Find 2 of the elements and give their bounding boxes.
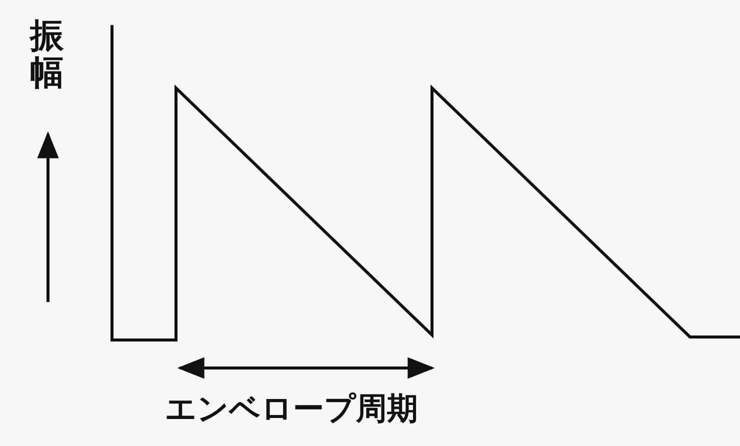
axis-label: 振幅: [30, 18, 64, 93]
dimension-label: エンベロープ周期: [165, 390, 418, 429]
